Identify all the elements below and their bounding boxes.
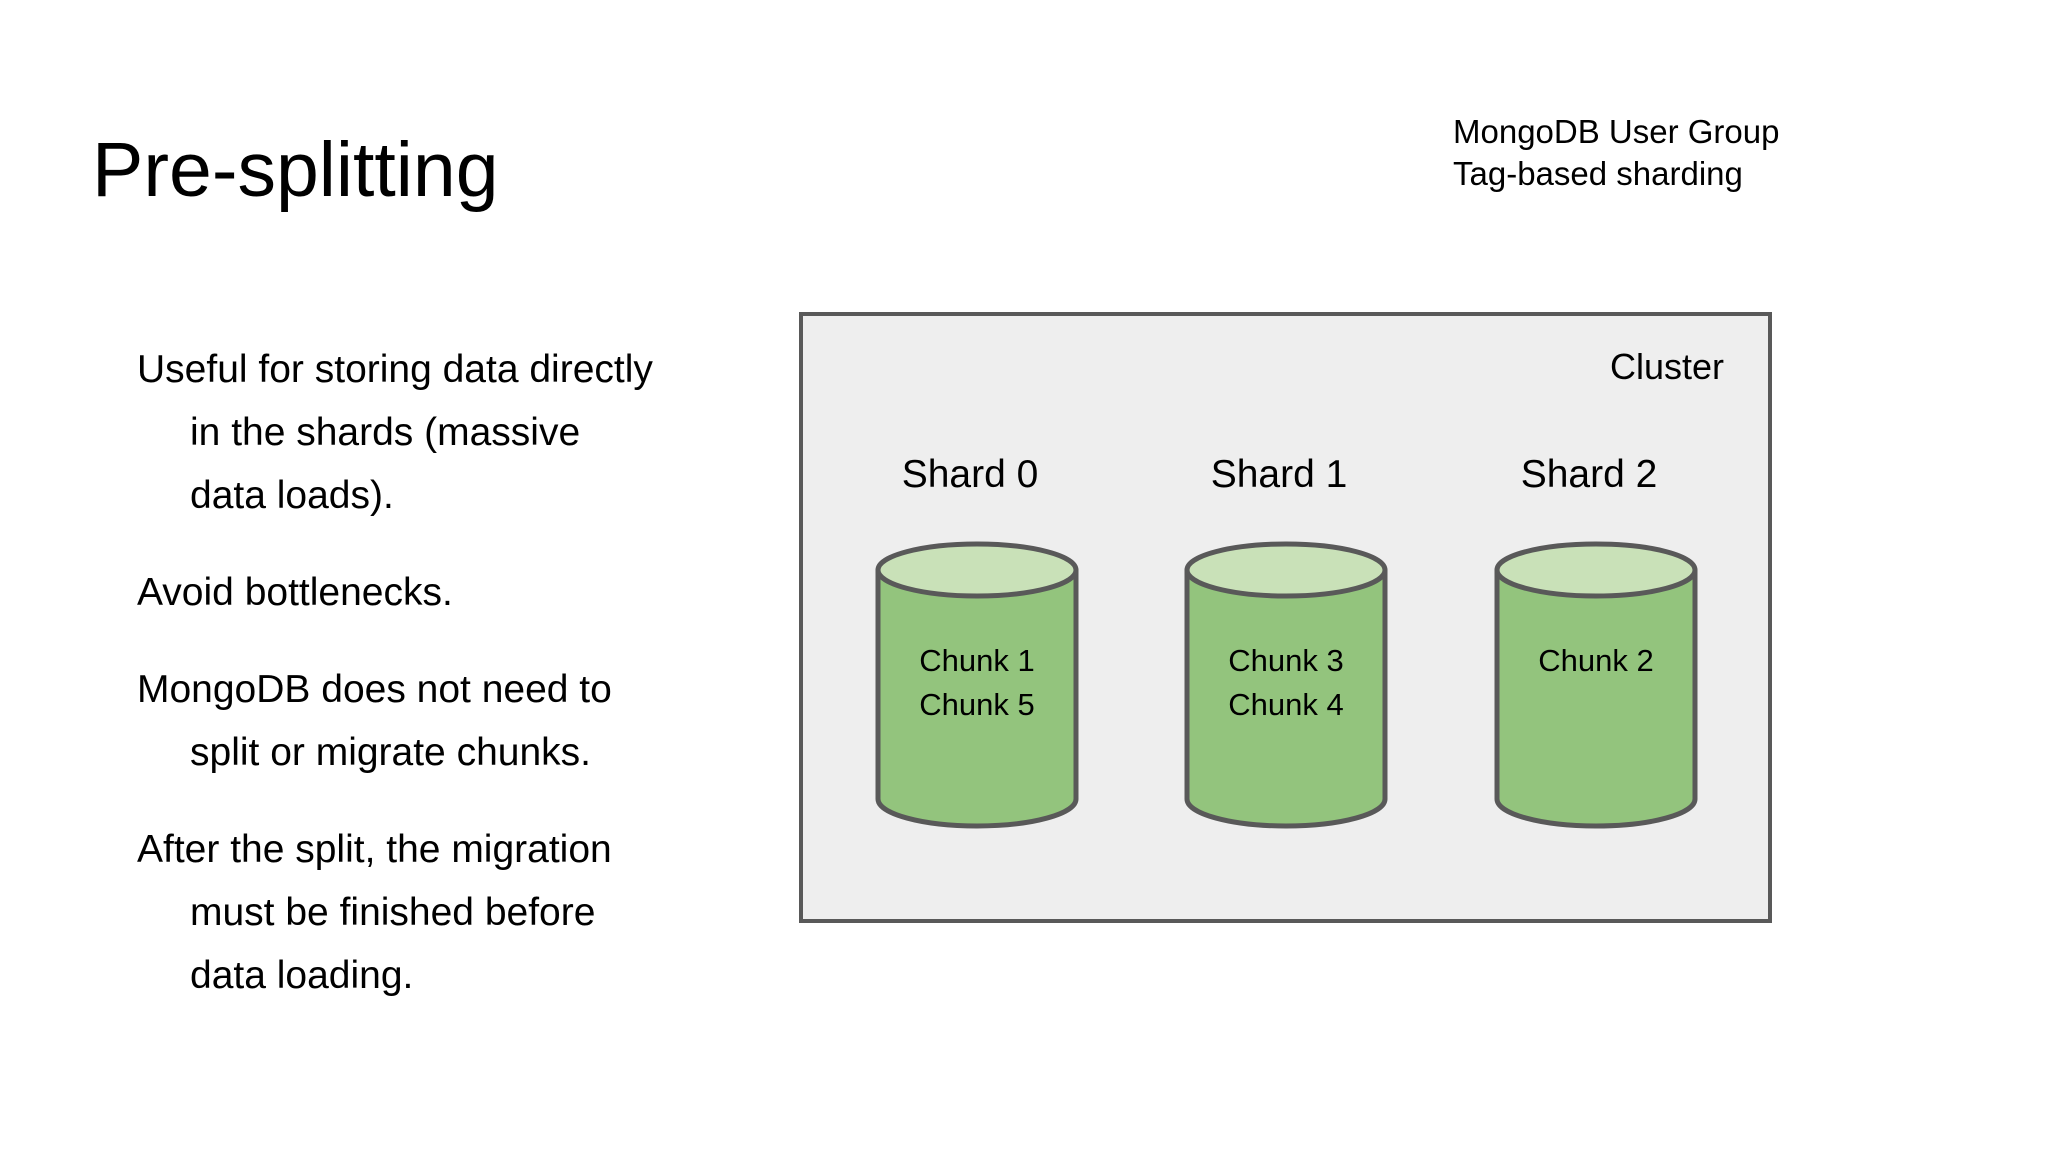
header-right-line1: MongoDB User Group <box>1453 113 1780 150</box>
database-cylinder-icon <box>1184 541 1388 829</box>
header-right: MongoDB User Group Tag-based sharding <box>1453 111 1779 195</box>
database-cylinder-icon <box>875 541 1079 829</box>
bullet-item: MongoDB does not need to split or migrat… <box>137 658 817 784</box>
bullet-line: Avoid bottlenecks. <box>137 571 453 614</box>
chunk-list: Chunk 3 Chunk 4 <box>1183 639 1389 727</box>
chunk-label: Chunk 1 <box>919 643 1035 678</box>
bullet-line: data loads). <box>190 474 394 517</box>
bullet-line: Useful for storing data directly <box>137 348 653 391</box>
shard-label: Shard 2 <box>1520 453 1658 496</box>
chunk-list: Chunk 1 Chunk 5 <box>874 639 1080 727</box>
bullet-item: Avoid bottlenecks. <box>137 561 817 624</box>
database-cylinder-icon <box>1494 541 1698 829</box>
bullet-line: must be finished before <box>190 891 596 934</box>
cluster-box: Cluster Shard 0 Chunk 1 Chunk 5 Shard 1 … <box>799 312 1772 923</box>
bullet-line: data loading. <box>190 954 414 997</box>
bullet-line: MongoDB does not need to <box>137 668 612 711</box>
cluster-label: Cluster <box>1609 346 1724 387</box>
chunk-label: Chunk 3 <box>1228 643 1344 678</box>
shard-column-0: Shard 0 Chunk 1 Chunk 5 <box>874 452 1080 831</box>
page-title: Pre-splitting <box>92 127 499 213</box>
chunk-list: Chunk 2 <box>1493 639 1699 683</box>
bullet-item: Useful for storing data directly in the … <box>137 338 817 527</box>
header-right-line2: Tag-based sharding <box>1453 155 1743 192</box>
shard-column-2: Shard 2 Chunk 2 <box>1493 452 1699 831</box>
bullet-item: After the split, the migration must be f… <box>137 818 817 1007</box>
chunk-label: Chunk 4 <box>1228 687 1344 722</box>
bullet-list: Useful for storing data directly in the … <box>137 338 817 1007</box>
shard-label: Shard 0 <box>901 453 1039 496</box>
chunk-label: Chunk 2 <box>1538 643 1654 678</box>
shard-column-1: Shard 1 Chunk 3 Chunk 4 <box>1183 452 1389 831</box>
bullet-line: in the shards (massive <box>190 411 581 454</box>
chunk-label: Chunk 5 <box>919 687 1035 722</box>
bullet-line: split or migrate chunks. <box>190 731 591 774</box>
bullet-line: After the split, the migration <box>137 828 612 871</box>
shard-label: Shard 1 <box>1210 453 1348 496</box>
